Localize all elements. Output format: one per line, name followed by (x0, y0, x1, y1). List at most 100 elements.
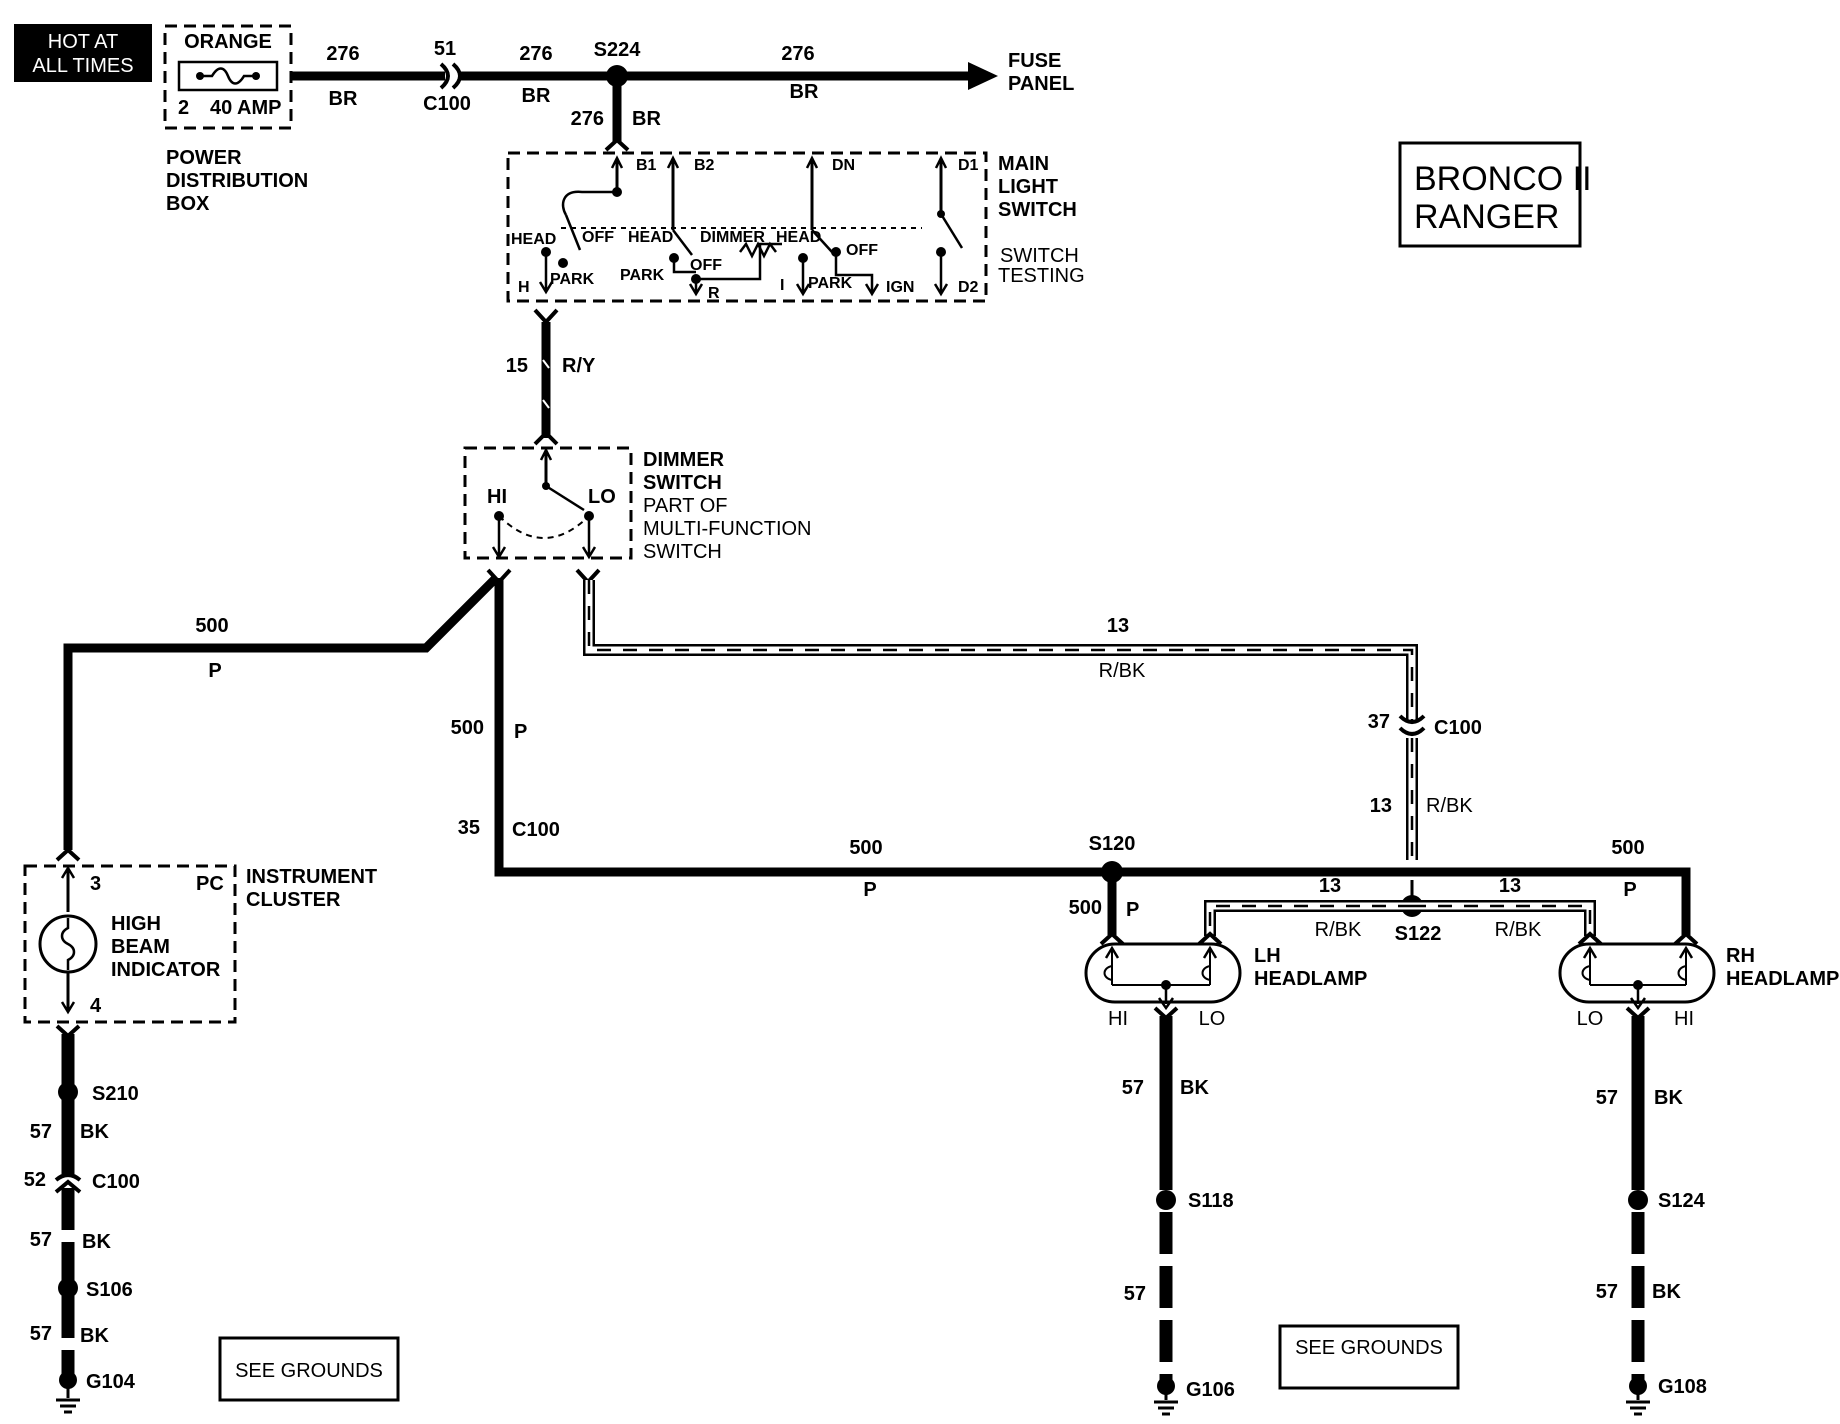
svg-text:LO: LO (1199, 1008, 1226, 1030)
svg-text:R/BK: R/BK (1099, 660, 1146, 682)
svg-text:R/Y: R/Y (562, 355, 596, 377)
svg-text:P: P (863, 879, 876, 901)
svg-text:S106: S106 (86, 1279, 133, 1301)
svg-text:57: 57 (1122, 1077, 1144, 1099)
svg-text:PARK: PARK (808, 275, 853, 292)
svg-text:37: 37 (1368, 711, 1390, 733)
main-light-switch-label: MAIN LIGHT SWITCH SWITCH TESTING (998, 153, 1085, 287)
svg-text:LO: LO (1577, 1008, 1604, 1030)
power-distribution-box-label: POWER DISTRIBUTION BOX (166, 147, 308, 215)
svg-text:S120: S120 (1089, 833, 1136, 855)
rh-headlamp-label: RH HEADLAMP (1726, 945, 1839, 990)
svg-text:P: P (514, 721, 527, 743)
svg-text:57: 57 (1124, 1283, 1146, 1305)
svg-text:BEAM: BEAM (111, 936, 170, 958)
svg-text:SWITCH: SWITCH (643, 541, 722, 563)
ground-chain-left: S210 57 BK 52 C100 57 BK S106 57 BK G104 (24, 1024, 140, 1414)
svg-text:P: P (208, 660, 221, 682)
svg-text:P: P (1126, 899, 1139, 921)
svg-text:HI: HI (1108, 1008, 1128, 1030)
hot-line1: HOT AT (48, 31, 118, 53)
svg-text:P: P (1623, 879, 1636, 901)
svg-text:13: 13 (1370, 795, 1392, 817)
svg-text:OFF: OFF (690, 257, 722, 274)
svg-text:MULTI-FUNCTION: MULTI-FUNCTION (643, 518, 812, 540)
svg-text:HEAD: HEAD (511, 231, 556, 248)
svg-text:PC: PC (196, 873, 224, 895)
splice-s118 (1156, 1190, 1176, 1210)
svg-text:I: I (780, 277, 784, 294)
svg-text:FUSE: FUSE (1008, 50, 1061, 72)
dimmer-switch: HI LO (463, 446, 633, 560)
svg-text:S122: S122 (1395, 923, 1442, 945)
svg-text:500: 500 (1069, 897, 1102, 919)
svg-text:HEADLAMP: HEADLAMP (1726, 968, 1839, 990)
see-grounds-box-right: SEE GROUNDS (1278, 1324, 1460, 1390)
svg-text:BR: BR (329, 88, 358, 110)
svg-text:HI: HI (1674, 1008, 1694, 1030)
svg-text:S118: S118 (1188, 1190, 1234, 1212)
svg-text:276: 276 (781, 43, 814, 65)
wire-13-rbk: 13 R/BK 37 C100 13 R/BK S122 13 R/BK 13 … (575, 568, 1603, 946)
main-light-switch: B1 B2 DN D1 D2 HEAD OFF PARK HEAD PARK O… (506, 151, 988, 303)
dimmer-switch-label: DIMMER SWITCH PART OF MULTI-FUNCTION SWI… (643, 449, 812, 563)
svg-text:TESTING: TESTING (998, 265, 1085, 287)
fuse-rating: 40 AMP (210, 97, 282, 119)
svg-text:OFF: OFF (582, 229, 614, 246)
svg-text:C100: C100 (512, 819, 560, 841)
svg-text:C100: C100 (423, 93, 471, 115)
svg-text:PARK: PARK (550, 271, 595, 288)
svg-text:500: 500 (451, 717, 484, 739)
svg-text:G108: G108 (1658, 1376, 1707, 1398)
ground-g106-icon (1154, 1394, 1178, 1416)
connector-c100-rbk (1398, 714, 1426, 724)
ground-chain-rh: 57 BK S124 57 BK G108 (1596, 1006, 1707, 1416)
svg-text:BK: BK (1652, 1281, 1681, 1303)
svg-text:500: 500 (195, 615, 228, 637)
splice-s106 (58, 1278, 78, 1298)
svg-text:R: R (708, 285, 720, 302)
hot-line2: ALL TIMES (32, 55, 133, 77)
svg-text:52: 52 (24, 1169, 46, 1191)
fuse-block: ORANGE 2 40 AMP (163, 24, 293, 130)
svg-text:R/BK: R/BK (1426, 795, 1473, 817)
svg-text:SWITCH: SWITCH (998, 199, 1077, 221)
svg-text:B1: B1 (636, 157, 657, 174)
svg-text:INSTRUMENT: INSTRUMENT (246, 866, 377, 888)
svg-text:SEE GROUNDS: SEE GROUNDS (235, 1360, 383, 1382)
svg-text:500: 500 (849, 837, 882, 859)
svg-text:15: 15 (506, 355, 528, 377)
ground-g104-icon (56, 1388, 80, 1414)
svg-text:HEADLAMP: HEADLAMP (1254, 968, 1367, 990)
svg-text:S224: S224 (594, 39, 642, 61)
svg-text:BK: BK (82, 1231, 111, 1253)
connector-c100-ground (54, 1173, 82, 1182)
svg-text:POWER: POWER (166, 147, 242, 169)
lh-headlamp-label: LH HEADLAMP (1254, 945, 1367, 990)
svg-text:13: 13 (1319, 875, 1341, 897)
svg-text:LIGHT: LIGHT (998, 176, 1058, 198)
svg-text:HIGH: HIGH (111, 913, 161, 935)
svg-text:PART OF: PART OF (643, 495, 727, 517)
svg-text:BK: BK (1180, 1077, 1209, 1099)
hot-at-all-times-label: HOT AT ALL TIMES (14, 24, 152, 82)
splice-s124 (1628, 1190, 1648, 1210)
fuse-number: 2 (178, 97, 189, 119)
svg-text:57: 57 (30, 1121, 52, 1143)
svg-text:S210: S210 (92, 1083, 139, 1105)
fuse-icon (200, 67, 256, 85)
svg-text:35: 35 (458, 817, 480, 839)
ground-g108-icon (1626, 1394, 1650, 1416)
model-title-line2: RANGER (1414, 198, 1559, 236)
svg-text:PARK: PARK (620, 267, 665, 284)
svg-text:4: 4 (90, 995, 102, 1017)
svg-text:C100: C100 (1434, 717, 1482, 739)
svg-text:57: 57 (1596, 1281, 1618, 1303)
svg-text:H: H (518, 279, 530, 296)
svg-text:57: 57 (30, 1229, 52, 1251)
svg-text:S124: S124 (1658, 1190, 1706, 1212)
feed-wire-276: 276 BR 51 C100 276 BR S224 276 BR FUSE P… (291, 38, 1074, 152)
svg-text:51: 51 (434, 38, 456, 60)
instrument-cluster: 3 PC 4 HIGH BEAM INDICATOR (23, 864, 237, 1024)
fuse-color: ORANGE (184, 31, 272, 53)
